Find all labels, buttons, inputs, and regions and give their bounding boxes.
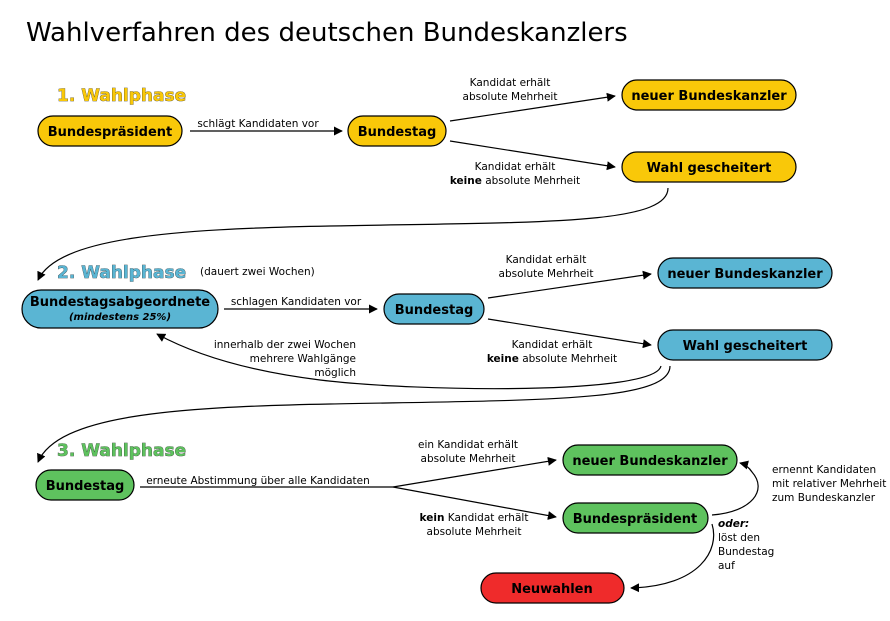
- phase1-vorschlag-label: schlägt Kandidaten vor: [197, 118, 319, 130]
- phase3-absolut-label-2: absolute Mehrheit: [421, 453, 516, 465]
- phase1-absolut-arrow: [449, 92, 616, 122]
- phase3-praesident-label: Bundespräsident: [573, 512, 698, 527]
- phase1-absolut-label-1: Kandidat erhält: [470, 77, 551, 89]
- phase3-kein-arrow: [392, 486, 557, 520]
- phase2-bundestag-node: Bundestag: [383, 293, 485, 325]
- phase1-bundespraesident-node: Bundespräsident: [37, 115, 183, 147]
- phase3-heading: 3. Wahlphase: [57, 441, 186, 461]
- phase2-abgeordnete-label: Bundestagsabgeordnete: [30, 295, 210, 310]
- phase1-bundespraesident-label: Bundespräsident: [48, 125, 173, 140]
- phase3-kanzler-node: neuer Bundeskanzler: [562, 444, 738, 476]
- page-title: Wahlverfahren des deutschen Bundeskanzle…: [26, 18, 628, 48]
- phase1-bundestag-node: Bundestag: [347, 115, 447, 147]
- phase3-bundestag-node: Bundestag: [35, 469, 135, 501]
- phase3-loest-label-1: löst den: [718, 532, 760, 544]
- phase3-praesident-node: Bundespräsident: [562, 502, 709, 534]
- phase2-abgeordnete-node: Bundestagsabgeordnete (mindestens 25%): [21, 289, 219, 329]
- phase3-ernennt-label-1: ernennt Kandidaten: [772, 464, 876, 476]
- phase2-loop-label-3: möglich: [314, 367, 356, 379]
- phase3-kein-label-2: absolute Mehrheit: [427, 526, 522, 538]
- phase3-loest-label-2: Bundestag: [718, 546, 774, 558]
- phase3-ernennt-label-3: zum Bundeskanzler: [772, 492, 876, 504]
- phase2-loop-arrow: [156, 333, 662, 390]
- neuwahlen-label: Neuwahlen: [511, 582, 593, 597]
- phase1-bundestag-label: Bundestag: [358, 125, 437, 140]
- phase1-absolut-label-2: absolute Mehrheit: [463, 91, 558, 103]
- phase2-heading: 2. Wahlphase: [57, 263, 186, 283]
- phase2-gescheitert-node: Wahl gescheitert: [657, 329, 833, 361]
- phase2-keine-label-2: keine absolute Mehrheit: [487, 353, 617, 365]
- phase1-to-phase2-connector: [37, 187, 669, 281]
- phase2-kanzler-node: neuer Bundeskanzler: [657, 257, 833, 289]
- phase1-kanzler-label: neuer Bundeskanzler: [631, 89, 787, 104]
- phase2-to-phase3-connector: [37, 365, 671, 463]
- phase1-gescheitert-node: Wahl gescheitert: [621, 151, 797, 183]
- phase1-keine-arrow: [449, 140, 616, 171]
- phase2-absolut-label-1: Kandidat erhält: [506, 254, 587, 266]
- phase3-bundestag-label: Bundestag: [46, 479, 125, 494]
- phase3-absolut-arrow: [392, 456, 557, 488]
- phase1-keine-label-1: Kandidat erhält: [475, 161, 556, 173]
- phase1-keine-label-2: keine absolute Mehrheit: [450, 175, 580, 187]
- phase3-ernennt-label-2: mit relativer Mehrheit: [772, 478, 886, 490]
- phase1-heading: 1. Wahlphase: [57, 86, 186, 106]
- phase3-loest-label-3: auf: [718, 560, 735, 572]
- phase2-vorschlag-label: schlagen Kandidaten vor: [231, 296, 362, 308]
- phase2-keine-label-1: Kandidat erhält: [512, 339, 593, 351]
- phase2-loop-label-2: mehrere Wahlgänge: [250, 353, 356, 365]
- phase2-bundestag-label: Bundestag: [395, 303, 474, 318]
- phase3-kein-label-1: kein Kandidat erhält: [420, 512, 529, 524]
- phase3-abstimmung-label: erneute Abstimmung über alle Kandidaten: [146, 475, 370, 487]
- phase2-note: (dauert zwei Wochen): [200, 266, 315, 278]
- neuwahlen-node: Neuwahlen: [480, 572, 625, 604]
- phase3-absolut-label-1: ein Kandidat erhält: [418, 439, 518, 451]
- phase2-kanzler-label: neuer Bundeskanzler: [667, 267, 823, 282]
- phase3-ernennt-arrow: [711, 460, 759, 516]
- phase3-kanzler-label: neuer Bundeskanzler: [572, 454, 728, 469]
- phase2-keine-arrow: [487, 318, 652, 349]
- phase2-abgeordnete-sublabel: (mindestens 25%): [69, 312, 171, 323]
- phase1-kanzler-node: neuer Bundeskanzler: [621, 79, 797, 111]
- phase2-loop-label-1: innerhalb der zwei Wochen: [214, 339, 356, 351]
- phase2-absolut-label-2: absolute Mehrheit: [499, 268, 594, 280]
- phase2-absolut-arrow: [487, 270, 652, 299]
- phase3-oder-label: oder:: [718, 518, 749, 530]
- phase3-aufloesung-arrow: [630, 523, 715, 593]
- phase2-gescheitert-label: Wahl gescheitert: [683, 339, 808, 354]
- phase1-gescheitert-label: Wahl gescheitert: [647, 161, 772, 176]
